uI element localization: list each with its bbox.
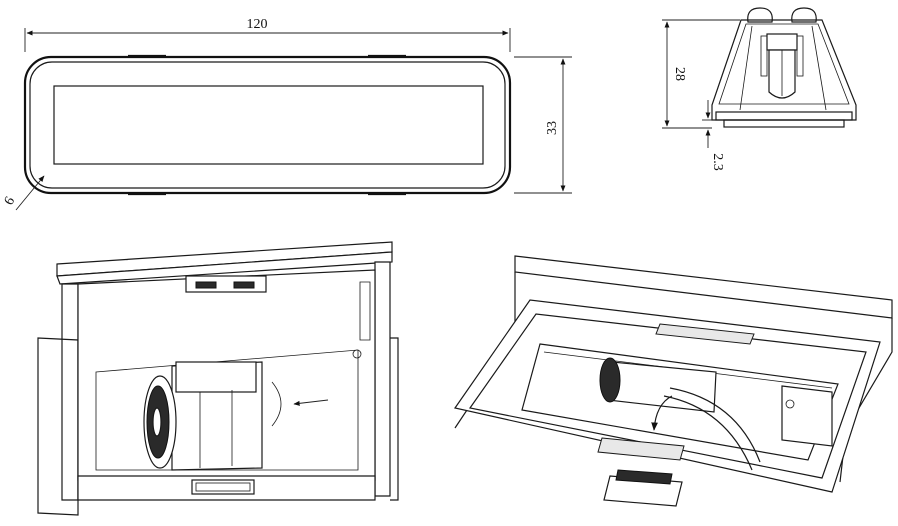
width-label: 120 — [247, 17, 268, 32]
front-handle-inner — [195, 482, 251, 492]
motor-cap — [175, 361, 257, 393]
install-arrow — [651, 395, 673, 431]
top-slot — [655, 323, 755, 345]
switch-right — [233, 281, 255, 289]
front-panel — [53, 85, 484, 165]
side-bracket-right — [796, 35, 804, 77]
radius-label: 6 — [2, 194, 18, 208]
side-cap-right — [791, 7, 817, 23]
offset-label: 2.3 — [710, 153, 725, 171]
side-edge-left — [739, 25, 753, 111]
left-post — [61, 283, 79, 501]
bracket-hole — [785, 399, 795, 409]
right-post — [374, 261, 391, 497]
right-rail — [359, 281, 371, 341]
side-body-inner — [718, 23, 850, 105]
hood-outline-outer — [23, 55, 512, 195]
duct-curve-inner — [669, 387, 761, 463]
radius-leader — [15, 175, 45, 211]
airflow-arrow — [293, 399, 329, 406]
top-bar-lower — [56, 251, 393, 285]
loose-handle-grip — [615, 469, 673, 485]
blower-hub — [152, 407, 162, 437]
side-cap-left — [747, 7, 773, 23]
side-body-outer — [711, 19, 857, 121]
right-flange — [390, 337, 399, 501]
side-motor-top — [766, 33, 798, 51]
mount-hole — [352, 349, 362, 359]
hood-outline-inner — [29, 61, 506, 189]
bottom-slot — [597, 437, 685, 461]
side-bracket-left — [760, 35, 768, 77]
height-label: 33 — [545, 121, 560, 135]
duct-curve-outer — [663, 395, 753, 471]
side-base-foot — [723, 119, 845, 128]
front-handle — [191, 479, 255, 495]
side-base-rail — [715, 111, 853, 121]
side-bracket — [781, 385, 833, 447]
front-interior-view — [37, 241, 399, 516]
inner-chamber — [95, 349, 359, 471]
side-edge-right — [811, 25, 827, 111]
switch-left — [195, 281, 217, 289]
front-view: 120 33 6 — [2, 17, 572, 211]
motor-fan — [599, 357, 621, 403]
left-flange — [37, 337, 79, 516]
side-view: 28 2.3 — [662, 7, 857, 171]
tray-inner — [468, 313, 867, 479]
side-height-label: 28 — [672, 67, 687, 81]
underside-view — [453, 255, 893, 507]
airflow-curve — [271, 381, 282, 427]
